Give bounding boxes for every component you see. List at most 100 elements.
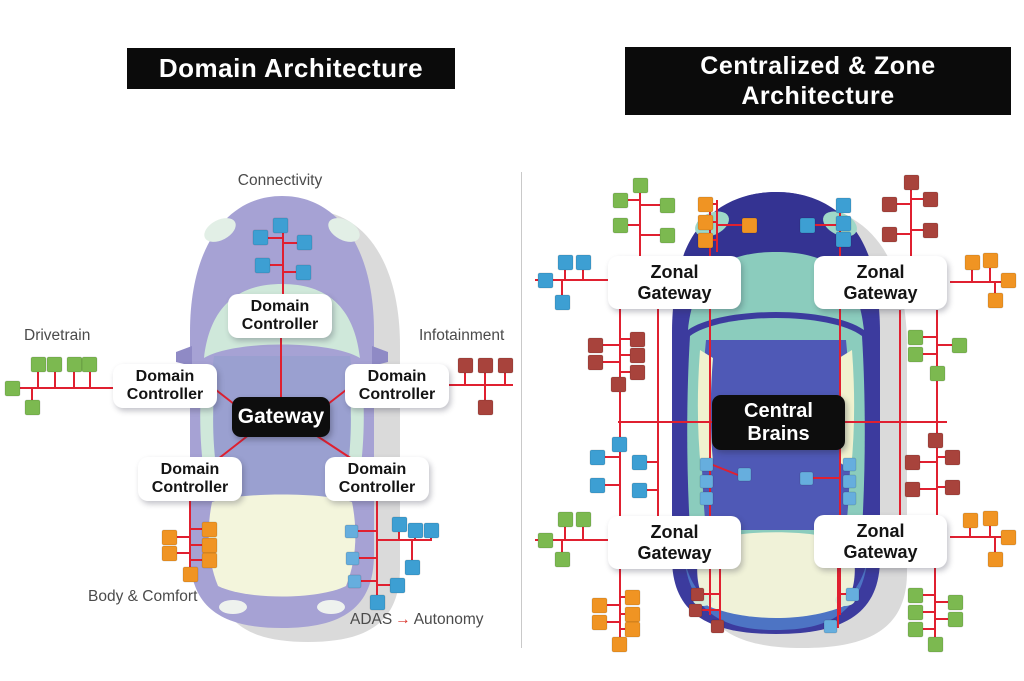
zonal-gateway-box-bottom-right: Zonal Gateway bbox=[814, 515, 947, 568]
ecu-node-orange bbox=[741, 217, 758, 234]
ecu-node-skyblue bbox=[737, 467, 752, 482]
wire bbox=[313, 433, 353, 460]
ecu-node-skyblue bbox=[699, 474, 714, 489]
ecu-node-orange bbox=[982, 510, 999, 527]
domain-controller-line1: Domain bbox=[135, 368, 195, 386]
ecu-node-orange bbox=[201, 521, 218, 538]
ecu-node-blue bbox=[369, 594, 386, 611]
ecu-node-green bbox=[46, 356, 63, 373]
domain-controller-line1: Domain bbox=[367, 368, 427, 386]
ecu-node-green bbox=[30, 356, 47, 373]
domain-controller-line2: Controller bbox=[126, 386, 204, 403]
ecu-node-blue bbox=[407, 522, 424, 539]
ecu-nodes bbox=[4, 174, 1017, 653]
ecu-node-orange bbox=[1000, 529, 1017, 546]
ecu-node-maroon bbox=[497, 357, 514, 374]
left-panel-title-text: Domain Architecture bbox=[158, 52, 424, 83]
ecu-node-orange bbox=[697, 214, 714, 231]
ecu-node-blue bbox=[404, 559, 421, 576]
label-adas: ADAS bbox=[350, 611, 393, 628]
domain-controller-box-right: Domain Controller bbox=[345, 364, 449, 408]
ecu-node-green bbox=[929, 365, 946, 382]
ecu-node-orange bbox=[1000, 272, 1017, 289]
ecu-node-maroon bbox=[903, 174, 920, 191]
ecu-node-green bbox=[907, 604, 924, 621]
car-left-taillight bbox=[219, 600, 247, 614]
ecu-node-maroon bbox=[927, 432, 944, 449]
domain-controller-line1: Domain bbox=[347, 461, 407, 479]
ecu-node-green bbox=[947, 611, 964, 628]
ecu-node-blue bbox=[537, 272, 554, 289]
ecu-node-green bbox=[575, 511, 592, 528]
ecu-node-blue bbox=[835, 197, 852, 214]
ecu-node-orange bbox=[964, 254, 981, 271]
car-left-mirror-left bbox=[176, 346, 192, 366]
ecu-node-green bbox=[907, 587, 924, 604]
ecu-node-blue bbox=[799, 217, 816, 234]
zonal-gateway-line1: Zonal bbox=[650, 522, 699, 543]
domain-controller-box-bottom-right: Domain Controller bbox=[325, 457, 429, 501]
ecu-node-orange bbox=[182, 566, 199, 583]
ecu-node-maroon bbox=[922, 222, 939, 239]
ecu-node-green bbox=[24, 399, 41, 416]
domain-controller-line2: Controller bbox=[338, 479, 416, 496]
ecu-node-orange bbox=[624, 621, 641, 638]
car-left-headlight bbox=[204, 218, 236, 242]
label-body-comfort: Body & Comfort bbox=[88, 588, 198, 605]
left-panel-title: Domain Architecture bbox=[127, 48, 455, 89]
ecu-node-green bbox=[66, 356, 83, 373]
ecu-node-blue bbox=[557, 254, 574, 271]
car-left-rear-window bbox=[208, 494, 356, 597]
ecu-node-green bbox=[659, 227, 676, 244]
zonal-gateway-line1: Zonal bbox=[650, 262, 699, 283]
ecu-node-maroon bbox=[944, 449, 961, 466]
panel-divider bbox=[521, 172, 522, 648]
car-left-taillight bbox=[317, 600, 345, 614]
ecu-node-orange bbox=[611, 636, 628, 653]
label-drivetrain: Drivetrain bbox=[24, 327, 91, 344]
ecu-node-orange bbox=[161, 529, 178, 546]
ecu-node-blue bbox=[391, 516, 408, 533]
ecu-node-maroon bbox=[881, 226, 898, 243]
wire bbox=[217, 433, 251, 460]
ecu-node-skyblue bbox=[699, 491, 714, 506]
wire bbox=[327, 389, 347, 405]
ecu-node-green bbox=[554, 551, 571, 568]
label-adas-autonomy: ADAS→Autonomy bbox=[350, 611, 484, 629]
ecu-node-maroon bbox=[688, 603, 703, 618]
wire bbox=[712, 464, 739, 476]
ecu-node-orange bbox=[624, 589, 641, 606]
ecu-node-blue bbox=[835, 231, 852, 248]
ecu-node-orange bbox=[201, 552, 218, 569]
central-brains-line1: Central bbox=[744, 399, 813, 422]
zonal-gateway-box-top-right: Zonal Gateway bbox=[814, 256, 947, 309]
label-connectivity: Connectivity bbox=[237, 172, 323, 189]
zonal-gateway-box-top-left: Zonal Gateway bbox=[608, 256, 741, 309]
ecu-node-maroon bbox=[881, 196, 898, 213]
ecu-node-skyblue bbox=[344, 524, 359, 539]
ecu-node-maroon bbox=[710, 619, 725, 634]
ecu-node-maroon bbox=[457, 357, 474, 374]
central-brains-line2: Brains bbox=[747, 422, 810, 445]
domain-controller-line1: Domain bbox=[160, 461, 220, 479]
ecu-node-blue bbox=[252, 229, 269, 246]
ecu-node-orange bbox=[962, 512, 979, 529]
ecu-node-orange bbox=[161, 545, 178, 562]
ecu-node-blue bbox=[631, 454, 648, 471]
ecu-node-green bbox=[632, 177, 649, 194]
ecu-node-green bbox=[659, 197, 676, 214]
ecu-node-blue bbox=[272, 217, 289, 234]
ecu-node-green bbox=[4, 380, 21, 397]
ecu-node-green bbox=[81, 356, 98, 373]
ecu-node-skyblue bbox=[345, 551, 360, 566]
ecu-node-blue bbox=[389, 577, 406, 594]
domain-controller-box-bottom-left: Domain Controller bbox=[138, 457, 242, 501]
domain-controller-line2: Controller bbox=[358, 386, 436, 403]
ecu-node-blue bbox=[611, 436, 628, 453]
ecu-node-maroon bbox=[904, 481, 921, 498]
ecu-node-maroon bbox=[629, 364, 646, 381]
ecu-node-skyblue bbox=[845, 587, 860, 602]
car-left-headlight bbox=[328, 218, 360, 242]
zonal-gateway-line2: Gateway bbox=[637, 282, 712, 303]
